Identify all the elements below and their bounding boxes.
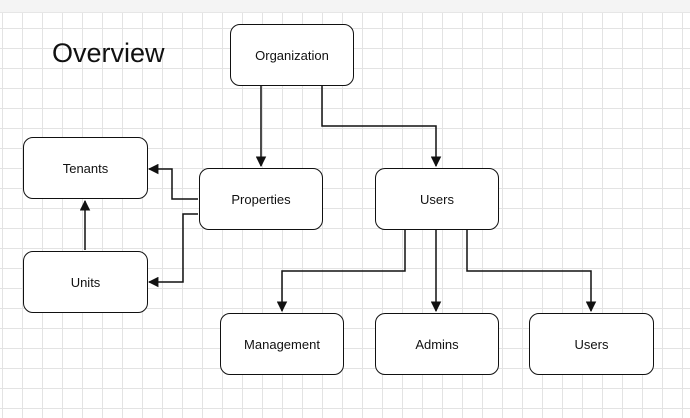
node-organization[interactable]: Organization — [230, 24, 354, 86]
diagram-title: Overview — [52, 38, 165, 68]
edge-properties-units[interactable] — [147, 213, 198, 288]
node-users[interactable]: Users — [375, 168, 499, 230]
node-properties[interactable]: Properties — [199, 168, 323, 230]
node-tenants-label: Tenants — [62, 160, 109, 176]
node-management[interactable]: Management — [220, 313, 344, 375]
node-admins[interactable]: Admins — [375, 313, 499, 375]
node-users-label: Users — [420, 191, 454, 207]
edge-organization-users[interactable] — [321, 86, 442, 168]
edge-properties-tenants[interactable] — [147, 163, 198, 200]
edge-users-users[interactable] — [466, 230, 597, 313]
node-properties-label: Properties — [231, 191, 291, 207]
node-organization-label: Organization — [255, 47, 329, 63]
node-units[interactable]: Units — [23, 251, 148, 313]
node-management-label: Management — [244, 336, 320, 352]
edge-users-management[interactable] — [276, 230, 406, 313]
node-units-label: Units — [70, 274, 101, 290]
node-users-child[interactable]: Users — [529, 313, 654, 375]
node-users-child-label: Users — [574, 336, 609, 352]
node-admins-label: Admins — [415, 336, 459, 352]
canvas-top-edge — [0, 0, 690, 13]
node-tenants[interactable]: Tenants — [23, 137, 148, 199]
